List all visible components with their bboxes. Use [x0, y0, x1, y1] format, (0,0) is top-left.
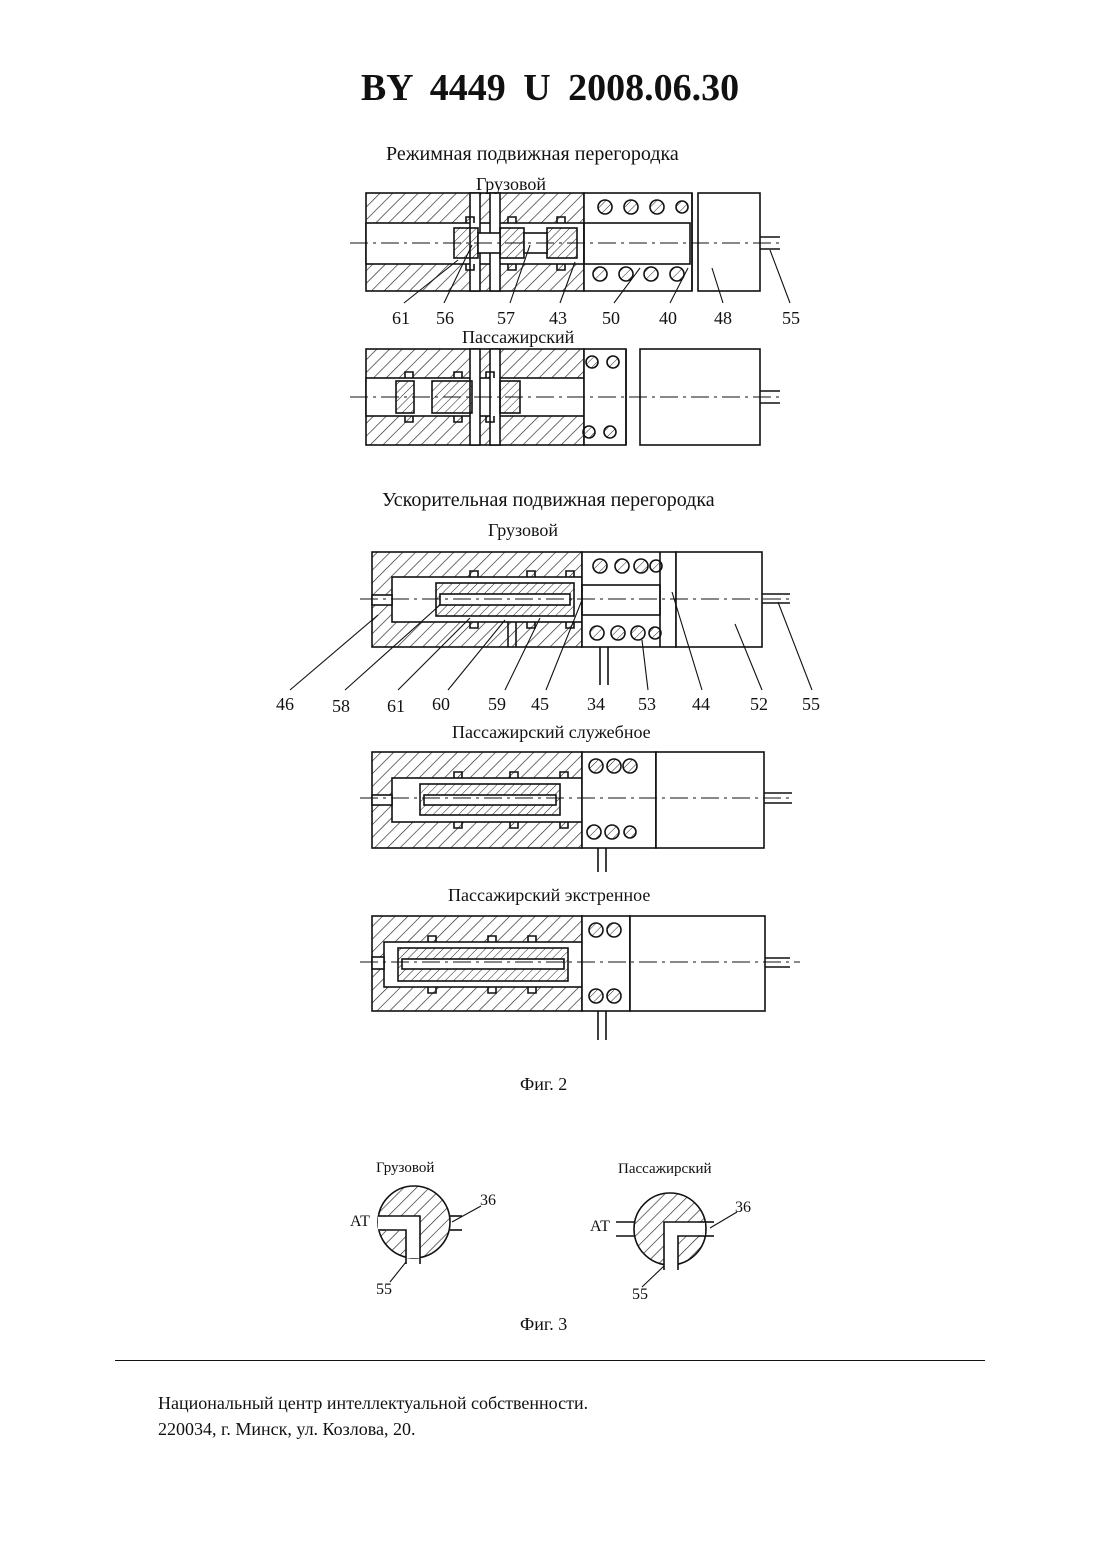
callout-53: 53	[638, 695, 656, 713]
mode-passenger-label: Пассажирский	[462, 328, 574, 346]
fig3-passenger-drawing	[616, 1193, 737, 1287]
fig3-passenger-label: Пассажирский	[618, 1162, 712, 1177]
callout-55b: 55	[802, 695, 820, 713]
callout-55: 55	[782, 309, 800, 327]
mode-partition-title: Режимная подвижная перегородка	[386, 144, 679, 164]
callout-50: 50	[602, 309, 620, 327]
footer-line-2: 220034, г. Минск, ул. Козлова, 20.	[158, 1419, 416, 1440]
document-header: BY 4449 U 2008.06.30	[0, 66, 1100, 110]
fig3-at-left: АТ	[350, 1214, 370, 1230]
callout-48: 48	[714, 309, 732, 327]
callout-60: 60	[432, 695, 450, 713]
accel-partition-freight-drawing	[290, 552, 812, 690]
accel-partition-title: Ускорительная подвижная перегородка	[382, 490, 715, 510]
footer-divider	[115, 1360, 985, 1361]
callout-44: 44	[692, 695, 710, 713]
fig3-36-left: 36	[480, 1193, 496, 1209]
callout-61b: 61	[387, 697, 405, 715]
fig3-caption: Фиг. 3	[520, 1315, 567, 1333]
callout-43: 43	[549, 309, 567, 327]
accel-partition-emergency-drawing	[360, 916, 800, 1040]
accel-freight-label: Грузовой	[488, 521, 558, 539]
service-label: Пассажирский служебное	[452, 723, 651, 741]
footer-line-1: Национальный центр интеллектуальной собс…	[158, 1393, 588, 1414]
fig3-at-right: АТ	[590, 1219, 610, 1235]
mode-freight-label: Грузовой	[476, 175, 546, 193]
callout-45: 45	[531, 695, 549, 713]
accel-partition-service-drawing	[360, 752, 792, 872]
fig3-freight-drawing	[378, 1186, 481, 1282]
callout-40: 40	[659, 309, 677, 327]
mode-partition-passenger-drawing	[350, 349, 780, 445]
callout-61: 61	[392, 309, 410, 327]
mode-partition-freight-drawing	[350, 193, 790, 303]
callout-58: 58	[332, 697, 350, 715]
emergency-label: Пассажирский экстренное	[448, 886, 650, 904]
callout-46: 46	[276, 695, 294, 713]
fig3-36-right: 36	[735, 1200, 751, 1216]
callout-52: 52	[750, 695, 768, 713]
callout-56: 56	[436, 309, 454, 327]
callout-34: 34	[587, 695, 605, 713]
callout-57: 57	[497, 309, 515, 327]
fig3-55-left: 55	[376, 1282, 392, 1298]
fig3-55-right: 55	[632, 1287, 648, 1303]
callout-59: 59	[488, 695, 506, 713]
fig3-freight-label: Грузовой	[376, 1161, 434, 1176]
fig2-caption: Фиг. 2	[520, 1075, 567, 1093]
